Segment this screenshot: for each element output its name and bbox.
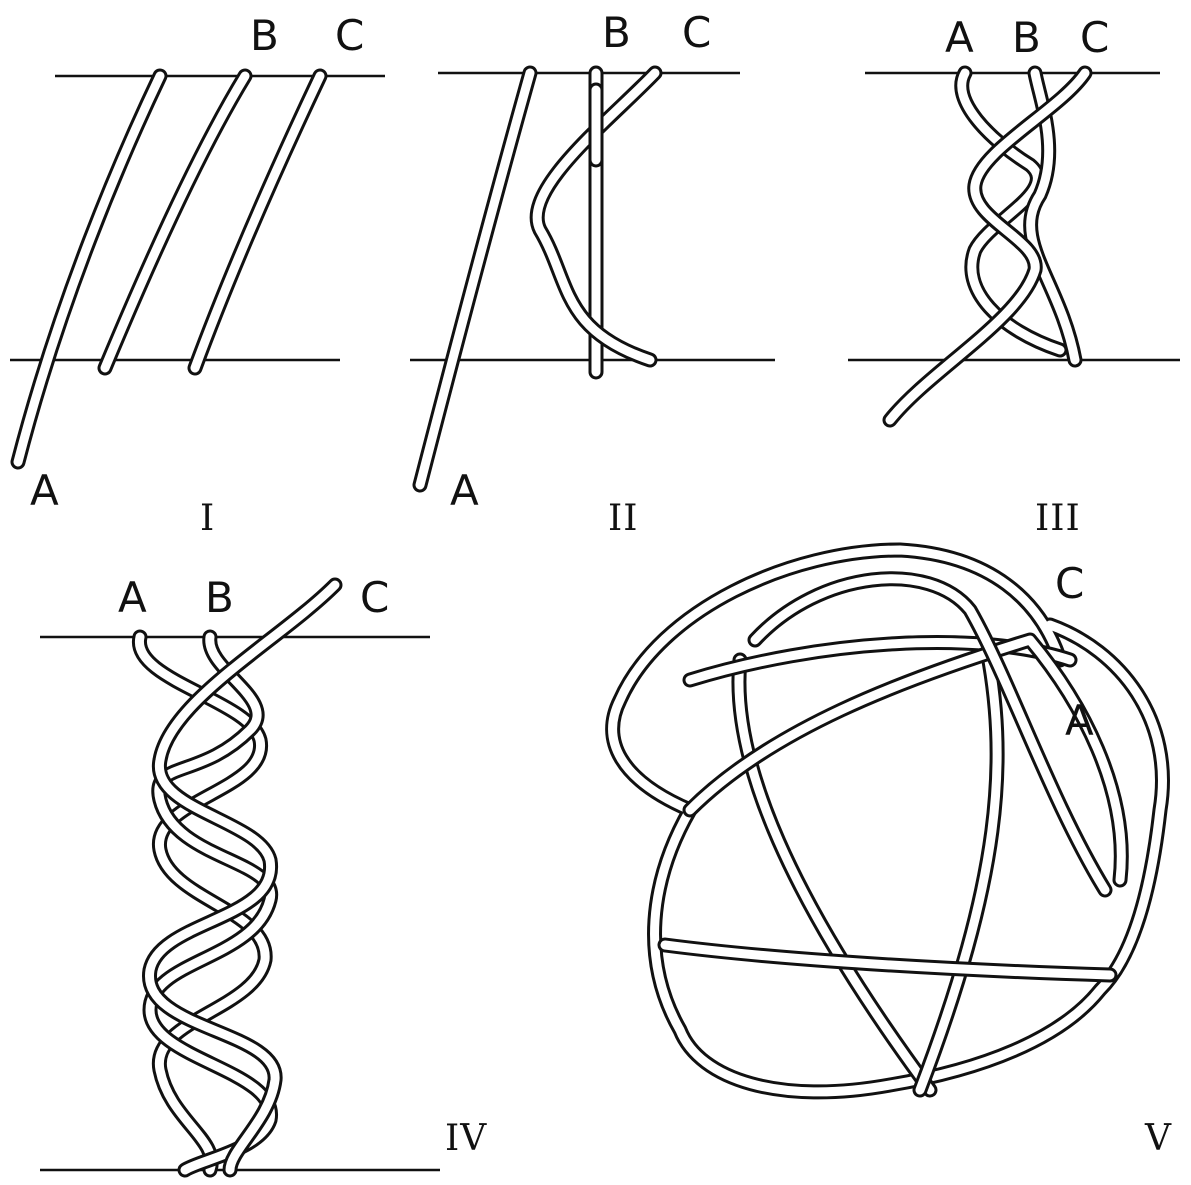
label-b: B [602, 8, 631, 57]
figure-2: A B C II [410, 8, 775, 539]
label-b: B [250, 11, 279, 60]
figure-numeral: II [608, 498, 638, 539]
figure-numeral: I [200, 498, 215, 539]
label-b: B [1012, 13, 1041, 62]
label-b: B [205, 573, 234, 622]
label-a: A [1065, 696, 1094, 745]
label-c: C [1080, 13, 1109, 62]
strand-a [420, 73, 530, 485]
label-c: C [682, 8, 711, 57]
figure-5: C A V [613, 550, 1172, 1159]
figure-3: A B C III [848, 13, 1180, 539]
label-a: A [30, 466, 59, 515]
figure-numeral: V [1144, 1118, 1172, 1159]
strand-left-diagonal [739, 660, 930, 1090]
figure-numeral: III [1035, 498, 1081, 539]
strand-horizontal [665, 945, 1110, 975]
strand-a [18, 76, 160, 462]
label-a: A [945, 13, 974, 62]
label-c: C [1055, 559, 1084, 608]
label-c: C [335, 11, 364, 60]
label-a: A [118, 573, 147, 622]
strand-left-arc [690, 640, 1121, 880]
figure-1: A B C I [10, 11, 385, 539]
label-a: A [450, 466, 479, 515]
figure-numeral: IV [445, 1118, 487, 1159]
strand-b [105, 76, 245, 368]
label-c: C [360, 573, 389, 622]
strand-right-diagonal [920, 640, 997, 1090]
strand-outer-loop [613, 550, 1163, 1092]
figure-4: A B C IV [40, 573, 487, 1170]
